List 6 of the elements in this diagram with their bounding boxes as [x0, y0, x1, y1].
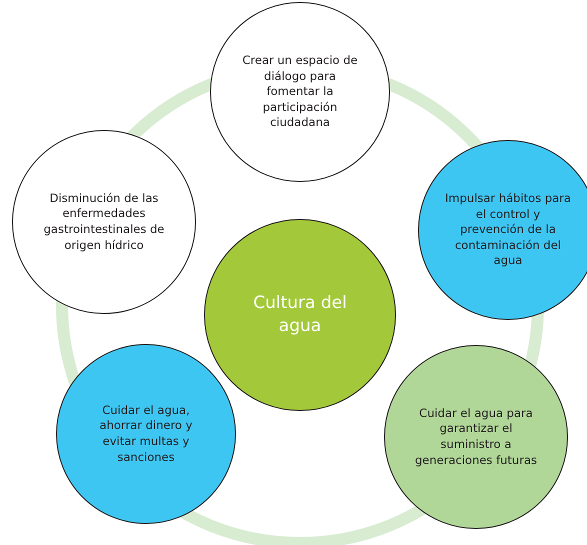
topic-circle: Disminución de las enfermedades gastrointestinales de origen hídrico — [12, 130, 196, 314]
central-topic-circle: Cultura del agua — [204, 219, 396, 411]
topic-circle: Cuidar el agua para garantizar el suministro a generaciones futuras — [384, 345, 568, 529]
topic-circle: Cuidar el agua, ahorrar dinero y evitar multas y sanciones — [56, 344, 236, 524]
topic-circle: Crear un espacio de diálogo para fomentar la participación ciudadana — [210, 2, 390, 182]
topic-circle: Impulsar hábitos para el control y prevención de la contaminación del agua — [418, 140, 587, 320]
